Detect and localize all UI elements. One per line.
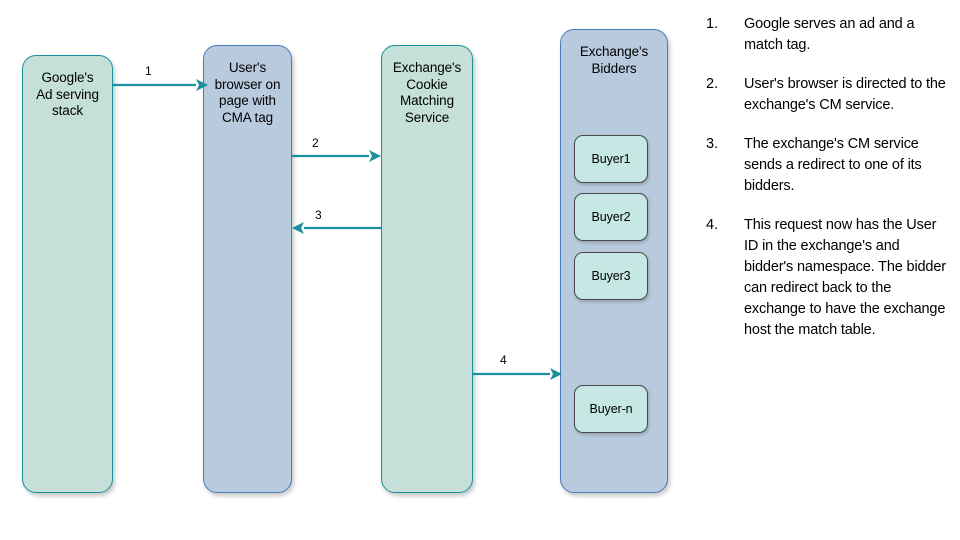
legend-item: 1. Google serves an ad and a match tag. (706, 14, 946, 56)
buyer-label: Buyer1 (591, 151, 631, 166)
legend-item-number: 2. (706, 76, 719, 92)
buyer-label: Buyer-n (589, 401, 633, 416)
legend-item: 4. This request now has the User ID in t… (706, 215, 946, 341)
legend-item: 2. User's browser is directed to the exc… (706, 74, 946, 116)
arrow-label-2: 2 (312, 136, 319, 150)
buyer-box[interactable]: Buyer-n (574, 385, 648, 433)
arrow-label-4: 4 (500, 353, 507, 367)
legend-steps-list: 1. Google serves an ad and a match tag. … (706, 14, 946, 359)
legend-item-text: This request now has the User ID in the … (744, 217, 946, 338)
legend-item-number: 3. (706, 136, 719, 152)
legend-item-number: 1. (706, 16, 719, 32)
arrow-2 (292, 150, 381, 162)
legend-item: 3. The exchange's CM service sends a red… (706, 134, 946, 197)
buyer-label: Buyer2 (591, 209, 631, 224)
buyer-box[interactable]: Buyer2 (574, 193, 648, 241)
legend-item-text: Google serves an ad and a match tag. (744, 16, 915, 53)
arrow-4 (473, 368, 562, 380)
arrow-label-3: 3 (315, 208, 322, 222)
legend-item-text: User's browser is directed to the exchan… (744, 76, 946, 113)
legend-item-text: The exchange's CM service sends a redire… (744, 136, 922, 194)
legend-item-number: 4. (706, 217, 719, 233)
arrow-label-1: 1 (145, 64, 152, 78)
buyer-box[interactable]: Buyer3 (574, 252, 648, 300)
arrow-3 (292, 222, 381, 234)
buyer-label: Buyer3 (591, 268, 631, 283)
buyer-box[interactable]: Buyer1 (574, 135, 648, 183)
arrow-1 (113, 79, 208, 91)
